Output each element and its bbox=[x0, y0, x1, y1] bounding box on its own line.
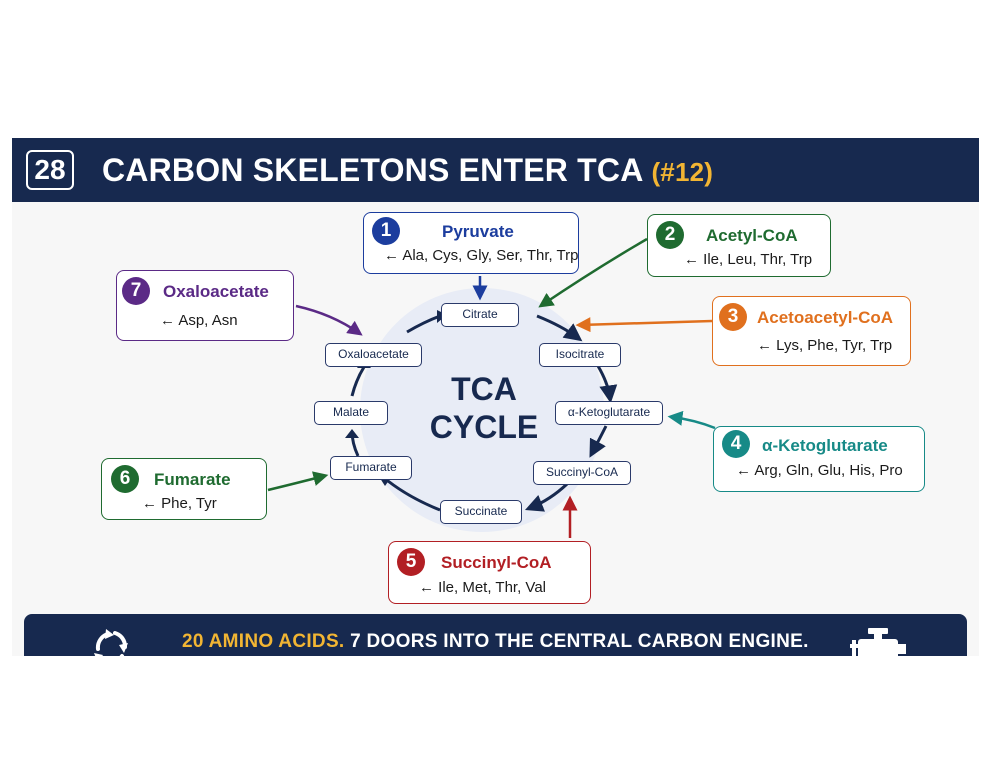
entry-name: Oxaloacetate bbox=[163, 282, 269, 301]
entry-amino-acids: ← Ile, Leu, Thr, Trp bbox=[684, 251, 813, 268]
entry-amino-acids: ← Lys, Phe, Tyr, Trp bbox=[757, 337, 893, 354]
cycle-label-line2: CYCLE bbox=[429, 409, 539, 445]
node-succinate: Succinate bbox=[440, 500, 522, 524]
entry-amino-acids: ← Ile, Met, Thr, Val bbox=[419, 579, 546, 596]
entry-acetyl-coa: 2 Acetyl-CoA ← Ile, Leu, Thr, Trp bbox=[647, 214, 831, 277]
entry-alpha-ketoglutarate: 4 α-Ketoglutarate ← Arg, Gln, Glu, His, … bbox=[713, 426, 925, 492]
node-alpha-ketoglutarate: α-Ketoglutarate bbox=[555, 401, 663, 425]
entry-amino-acids: ← Ala, Cys, Gly, Ser, Thr, Trp bbox=[384, 247, 579, 264]
node-citrate: Citrate bbox=[441, 303, 519, 327]
slide-number: 28 bbox=[26, 150, 74, 190]
entry-name: Acetoacetyl-CoA bbox=[757, 308, 894, 327]
entry-name: Fumarate bbox=[154, 470, 231, 489]
entry-number-badge: 3 bbox=[719, 303, 747, 331]
slide: 28 CARBON SKELETONS ENTER TCA (#12) TCA … bbox=[12, 138, 979, 656]
entry-number-badge: 4 bbox=[722, 430, 750, 458]
page-title: CARBON SKELETONS ENTER TCA (#12) bbox=[102, 151, 713, 191]
cycle-arrows bbox=[350, 314, 618, 512]
entry-arrows bbox=[267, 237, 716, 538]
entry-fumarate: 6 Fumarate ← Phe, Tyr bbox=[101, 458, 267, 520]
node-succinyl-coa: Succinyl-CoA bbox=[533, 461, 631, 485]
entry-name: Pyruvate bbox=[442, 222, 514, 241]
node-oxaloacetate: Oxaloacetate bbox=[325, 343, 422, 367]
title-text: CARBON SKELETONS ENTER TCA bbox=[102, 152, 643, 188]
header: 28 CARBON SKELETONS ENTER TCA (#12) bbox=[12, 138, 979, 202]
entry-acetoacetyl-coa: 3 Acetoacetyl-CoA ← Lys, Phe, Tyr, Trp bbox=[712, 296, 911, 366]
node-malate: Malate bbox=[314, 401, 388, 425]
node-fumarate: Fumarate bbox=[330, 456, 412, 480]
entry-number-badge: 7 bbox=[122, 277, 150, 305]
footer-rest: 7 DOORS INTO THE CENTRAL CARBON ENGINE. bbox=[344, 631, 809, 652]
cycle-label-line1: TCA bbox=[451, 371, 517, 407]
entry-succinyl-coa: 5 Succinyl-CoA ← Ile, Met, Thr, Val bbox=[388, 541, 591, 604]
entry-number-badge: 6 bbox=[111, 465, 139, 493]
entry-number-badge: 1 bbox=[372, 217, 400, 245]
entry-amino-acids: ← Asp, Asn bbox=[160, 312, 238, 329]
title-tag: (#12) bbox=[651, 157, 714, 187]
entry-amino-acids: ← Phe, Tyr bbox=[142, 495, 217, 512]
entry-oxaloacetate: 7 Oxaloacetate ← Asp, Asn bbox=[116, 270, 294, 341]
entry-amino-acids: ← Arg, Gln, Glu, His, Pro bbox=[736, 462, 903, 479]
entry-name: α-Ketoglutarate bbox=[762, 436, 888, 455]
entry-name: Acetyl-CoA bbox=[706, 226, 798, 245]
footer-banner: 20 AMINO ACIDS. 7 DOORS INTO THE CENTRAL… bbox=[24, 614, 967, 656]
cycle-center-label: TCA CYCLE bbox=[404, 370, 564, 446]
engine-icon bbox=[850, 628, 906, 656]
footer-text: 20 AMINO ACIDS. 7 DOORS INTO THE CENTRAL… bbox=[182, 631, 809, 653]
recycle-icon bbox=[94, 629, 128, 656]
entry-pyruvate: 1 Pyruvate ← Ala, Cys, Gly, Ser, Thr, Tr… bbox=[363, 212, 579, 274]
footer-highlight: 20 AMINO ACIDS. bbox=[182, 631, 345, 652]
entry-number-badge: 5 bbox=[397, 548, 425, 576]
node-isocitrate: Isocitrate bbox=[539, 343, 621, 367]
entry-name: Succinyl-CoA bbox=[441, 553, 552, 572]
entry-number-badge: 2 bbox=[656, 221, 684, 249]
